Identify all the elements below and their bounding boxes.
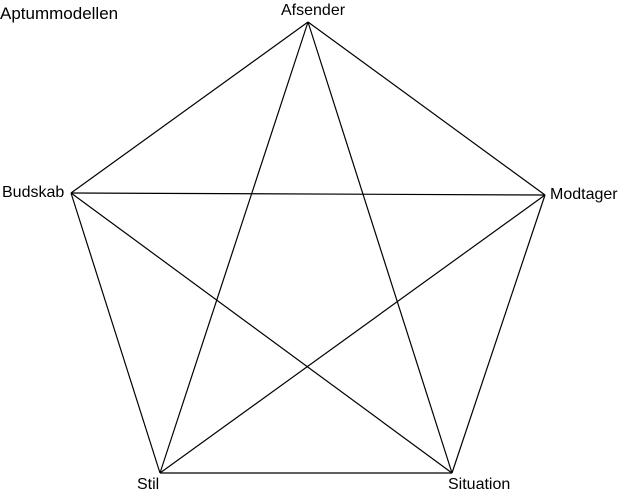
edge-afsender-stil [159, 21, 309, 474]
edge-budskab-situation [70, 192, 453, 474]
node-label-afsender: Afsender [281, 2, 346, 19]
node-label-stil: Stil [137, 476, 160, 493]
edge-budskab-modtager [70, 192, 546, 196]
diagram-title: Aptummodellen [0, 4, 119, 23]
edge-afsender-budskab [70, 21, 309, 194]
edge-group [70, 21, 546, 474]
edge-afsender-modtager [307, 21, 546, 196]
node-label-situation: Situation [448, 476, 511, 493]
edge-budskab-stil [70, 192, 161, 474]
edge-afsender-situation [307, 21, 453, 474]
node-label-modtager: Modtager [550, 186, 618, 203]
edge-modtager-stil [159, 194, 546, 474]
edge-modtager-situation [451, 194, 546, 474]
node-label-budskab: Budskab [2, 184, 65, 201]
